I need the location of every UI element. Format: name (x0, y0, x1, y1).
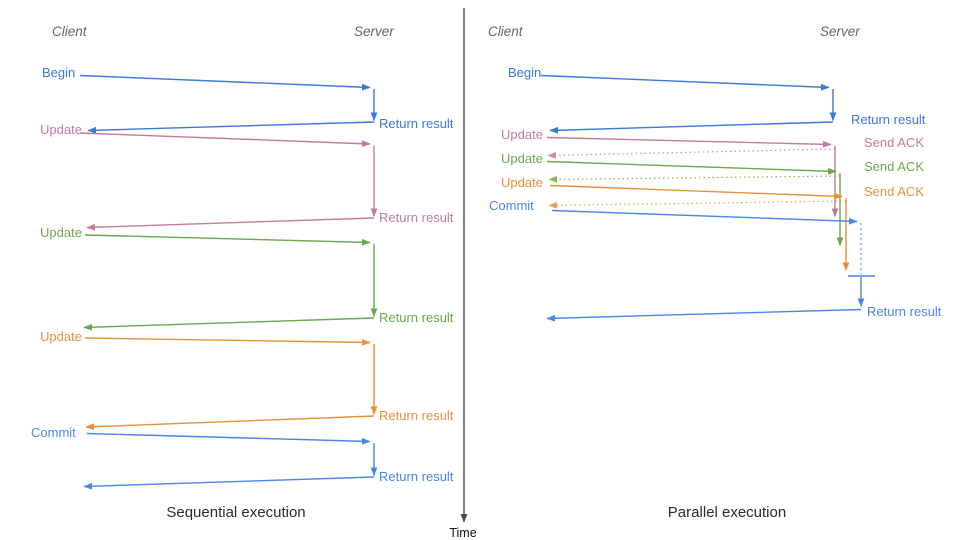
seq-update2-label: Update (40, 225, 82, 240)
par-commit-request-arrow (551, 209, 858, 225)
seq-begin-label: Begin (42, 65, 75, 80)
par-update2-ack-arrow (548, 175, 841, 183)
par-update3-ack-arrow (548, 200, 847, 209)
par-client-lane-label: Client (488, 24, 524, 39)
seq-update3-label: Update (40, 329, 82, 344)
seq-return-result-5-label: Return result (379, 469, 454, 484)
par-begin-response-arrow (549, 121, 834, 134)
par-begin-request-arrow (540, 74, 830, 91)
seq-update1-request-arrow (79, 132, 371, 148)
seq-return-result-2-label: Return result (379, 210, 454, 225)
par-send-ack-1-label: Send ACK (864, 135, 924, 150)
par-send-ack-2-label: Send ACK (864, 159, 924, 174)
seq-update1-label: Update (40, 122, 82, 137)
parallel-diagram: Client Server Begin Return result Update… (488, 24, 942, 521)
seq-commit-label: Commit (31, 425, 76, 440)
par-return-result-1-label: Return result (851, 112, 926, 127)
seq-return-result-4-label: Return result (379, 408, 454, 423)
par-return-result-5-label: Return result (867, 304, 942, 319)
seq-update2-response-arrow (83, 317, 375, 331)
par-update1-request-arrow (546, 136, 832, 148)
seq-commit-request-arrow (86, 432, 371, 445)
sequential-title: Sequential execution (166, 504, 305, 521)
par-update2-request-arrow (546, 160, 837, 175)
seq-update3-response-arrow (85, 415, 375, 431)
par-update1-label: Update (501, 127, 543, 142)
seq-update1-response-arrow (86, 217, 375, 231)
seq-begin-response-arrow (87, 121, 375, 134)
par-update3-label: Update (501, 175, 543, 190)
seq-begin-request-arrow (79, 74, 371, 91)
parallel-title: Parallel execution (668, 504, 786, 521)
par-server-lane-label: Server (820, 24, 860, 39)
seq-update3-request-arrow (84, 337, 371, 346)
seq-update2-request-arrow (84, 234, 371, 246)
par-commit-response-arrow (546, 308, 862, 322)
seq-server-lane-label: Server (354, 24, 394, 39)
seq-commit-response-arrow (83, 476, 375, 490)
seq-return-result-1-label: Return result (379, 116, 454, 131)
par-begin-label: Begin (508, 65, 541, 80)
seq-client-lane-label: Client (52, 24, 88, 39)
par-commit-label: Commit (489, 198, 534, 213)
time-axis: Time (449, 8, 477, 540)
par-update3-request-arrow (549, 184, 843, 200)
par-send-ack-3-label: Send ACK (864, 184, 924, 199)
time-axis-label: Time (449, 526, 476, 540)
par-update2-label: Update (501, 151, 543, 166)
sequential-diagram: Client Server Begin Return result Update… (31, 24, 454, 521)
par-update1-ack-arrow (547, 148, 836, 159)
seq-return-result-3-label: Return result (379, 310, 454, 325)
